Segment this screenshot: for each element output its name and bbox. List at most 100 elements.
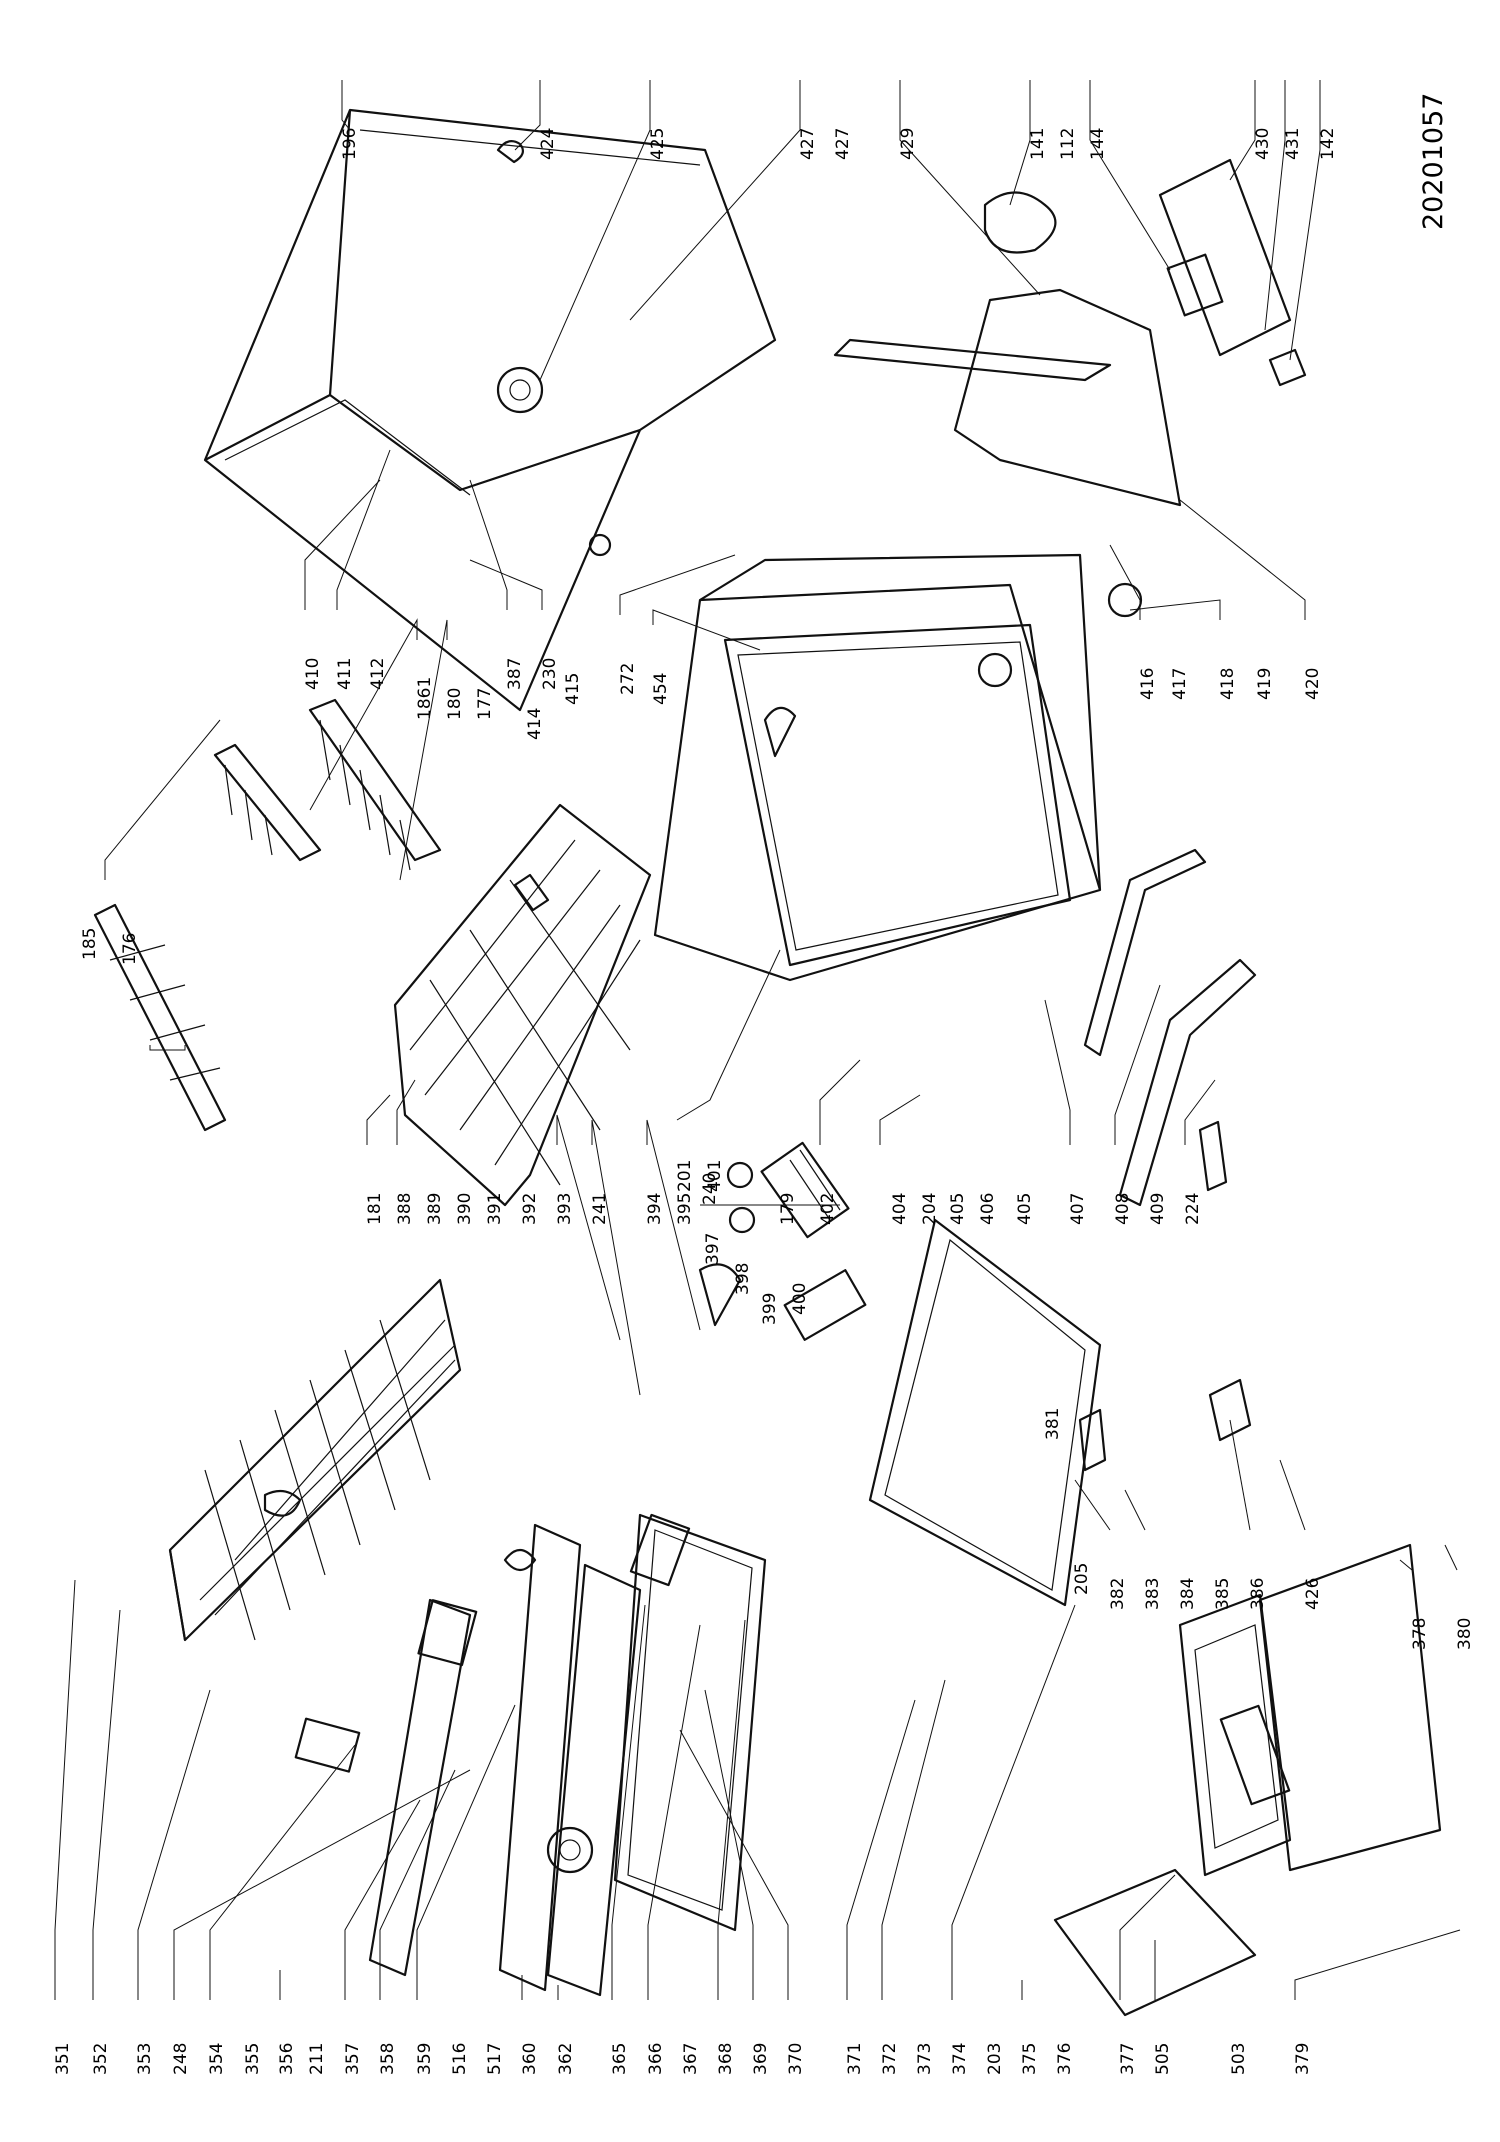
label-424: 424 xyxy=(538,128,558,160)
label-505: 505 xyxy=(1153,2043,1173,2075)
label-384: 384 xyxy=(1178,1578,1198,1610)
label-394: 394 xyxy=(645,1193,665,1225)
label-380: 380 xyxy=(1455,1618,1475,1650)
label-387: 387 xyxy=(505,658,525,690)
label-417: 417 xyxy=(1170,668,1190,700)
label-362: 362 xyxy=(556,2043,576,2075)
label-355: 355 xyxy=(243,2043,263,2075)
label-395: 395 xyxy=(675,1193,695,1225)
label-248: 248 xyxy=(171,2043,191,2075)
label-393: 393 xyxy=(555,1193,575,1225)
control-panel-365 xyxy=(498,1513,691,1997)
label-383: 383 xyxy=(1143,1578,1163,1610)
label-176: 176 xyxy=(120,933,140,965)
label-410: 410 xyxy=(303,658,323,690)
label-390: 390 xyxy=(455,1193,475,1225)
label-398: 398 xyxy=(733,1263,753,1295)
label-397: 397 xyxy=(703,1233,723,1265)
label-378: 378 xyxy=(1410,1618,1430,1650)
label-373: 373 xyxy=(915,2043,935,2075)
electrical-box-430 xyxy=(983,158,1307,387)
label-412: 412 xyxy=(368,658,388,690)
label-374: 374 xyxy=(950,2043,970,2075)
label-503: 503 xyxy=(1229,2043,1249,2075)
bracket-176 xyxy=(149,1045,186,1051)
label-386: 386 xyxy=(1248,1578,1268,1610)
label-358: 358 xyxy=(378,2043,398,2075)
label-196: 196 xyxy=(340,128,360,160)
label-409: 409 xyxy=(1148,1193,1168,1225)
label-359: 359 xyxy=(415,2043,435,2075)
label-354: 354 xyxy=(207,2043,227,2075)
label-141: 141 xyxy=(1028,128,1048,160)
label-377: 377 xyxy=(1118,2043,1138,2075)
label-204: 204 xyxy=(920,1193,940,1225)
label-360: 360 xyxy=(520,2043,540,2075)
label-406: 406 xyxy=(978,1193,998,1225)
label-352: 352 xyxy=(91,2043,111,2075)
label-353: 353 xyxy=(135,2043,155,2075)
label-407: 407 xyxy=(1068,1193,1088,1225)
label-391: 391 xyxy=(485,1193,505,1225)
label-211: 211 xyxy=(307,2043,327,2075)
label-405a: 405 xyxy=(948,1193,968,1225)
label-425: 425 xyxy=(648,128,668,160)
top-rack-1861 xyxy=(213,698,442,871)
label-388: 388 xyxy=(395,1193,415,1225)
label-415: 415 xyxy=(563,673,583,705)
label-372: 372 xyxy=(880,2043,900,2075)
label-351: 351 xyxy=(53,2043,73,2075)
label-431: 431 xyxy=(1283,128,1303,160)
label-420: 420 xyxy=(1303,668,1323,700)
door-assembly-204 xyxy=(698,1218,1102,1607)
inner-tub-272 xyxy=(653,553,1143,982)
label-142: 142 xyxy=(1318,128,1338,160)
label-369: 369 xyxy=(751,2043,771,2075)
label-177: 177 xyxy=(475,688,495,720)
label-240: 240 xyxy=(700,1173,720,1205)
label-180: 180 xyxy=(445,688,465,720)
label-430: 430 xyxy=(1253,128,1273,160)
label-517: 517 xyxy=(485,2043,505,2075)
wire-shelf-176 xyxy=(93,903,227,1132)
label-427b: 427 xyxy=(833,128,853,160)
label-427a: 427 xyxy=(798,128,818,160)
label-414: 414 xyxy=(525,708,545,740)
upper-basket-185 xyxy=(168,1278,462,1642)
label-224: 224 xyxy=(1183,1193,1203,1225)
cabinet-frame-196 xyxy=(203,108,777,712)
control-strip-211 xyxy=(294,1598,478,1977)
label-201: 201 xyxy=(675,1160,695,1192)
label-419: 419 xyxy=(1255,668,1275,700)
label-205: 205 xyxy=(1072,1563,1092,1595)
label-367: 367 xyxy=(681,2043,701,2075)
label-516: 516 xyxy=(450,2043,470,2075)
label-370: 370 xyxy=(786,2043,806,2075)
label-385: 385 xyxy=(1213,1578,1233,1610)
label-365: 365 xyxy=(610,2043,630,2075)
label-230: 230 xyxy=(540,658,560,690)
label-399: 399 xyxy=(760,1293,780,1325)
label-405b: 405 xyxy=(1015,1193,1035,1225)
label-426: 426 xyxy=(1303,1578,1323,1610)
label-429: 429 xyxy=(898,128,918,160)
label-366: 366 xyxy=(646,2043,666,2075)
label-1861: 1861 xyxy=(415,677,435,720)
leader-lines xyxy=(54,80,1461,2000)
document-number: 20201057 xyxy=(1418,93,1449,230)
label-181: 181 xyxy=(365,1193,385,1225)
front-panel-203 xyxy=(613,1513,767,1932)
label-376: 376 xyxy=(1055,2043,1075,2075)
label-401: 401 xyxy=(705,1160,725,1192)
side-panel-420 xyxy=(833,288,1257,1207)
label-416: 416 xyxy=(1138,668,1158,700)
label-272: 272 xyxy=(618,663,638,695)
label-144: 144 xyxy=(1088,128,1108,160)
label-371: 371 xyxy=(845,2043,865,2075)
label-203: 203 xyxy=(985,2043,1005,2075)
label-185: 185 xyxy=(80,928,100,960)
label-389: 389 xyxy=(425,1193,445,1225)
label-418: 418 xyxy=(1218,668,1238,700)
label-357: 357 xyxy=(343,2043,363,2075)
label-408: 408 xyxy=(1113,1193,1133,1225)
